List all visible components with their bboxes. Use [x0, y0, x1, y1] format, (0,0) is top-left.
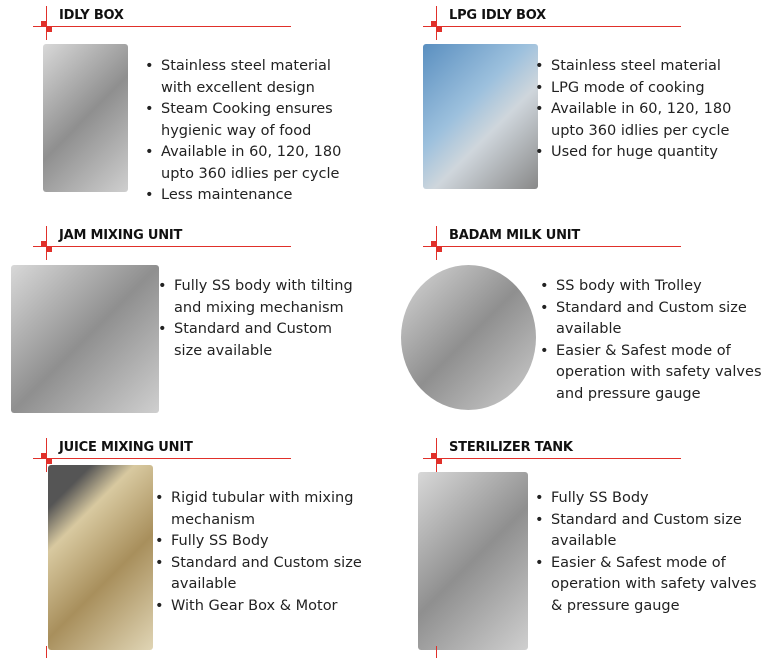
section-idly-box: IDLY BOX Stainless steel material with e…: [33, 0, 393, 210]
section-heading: BADAM MILK UNIT: [423, 220, 683, 260]
list-item: Available in 60, 120, 180 upto 360 idlie…: [533, 99, 753, 142]
sterilizer-tank-image: [418, 472, 528, 650]
list-item: Fully SS Body: [533, 488, 763, 510]
feature-list: Fully SS body with tilting and mixing me…: [156, 276, 356, 362]
list-item: LPG mode of cooking: [533, 78, 753, 100]
section-title: JUICE MIXING UNIT: [59, 440, 193, 455]
section-jam-mixing-unit: JAM MIXING UNIT Fully SS body with tilti…: [11, 220, 393, 430]
list-item: Available in 60, 120, 180 upto 360 idlie…: [143, 142, 358, 185]
list-item: Fully SS body with tilting and mixing me…: [156, 276, 356, 319]
feature-list: Stainless steel material with excellent …: [143, 56, 358, 207]
list-item: Rigid tubular with mixing mechanism: [153, 488, 363, 531]
feature-list: Stainless steel material LPG mode of coo…: [533, 56, 753, 164]
jam-mixing-unit-image: [11, 265, 159, 413]
list-item: Standard and Custom size available: [533, 510, 763, 553]
section-heading: IDLY BOX: [33, 0, 293, 40]
section-juice-mixing-unit: JUICE MIXING UNIT Rigid tubular with mix…: [33, 432, 393, 650]
list-item: SS body with Trolley: [538, 276, 768, 298]
list-item: Standard and Custom size available: [538, 298, 768, 341]
section-sterilizer-tank: STERILIZER TANK Fully SS Body Standard a…: [418, 432, 778, 650]
feature-list: SS body with Trolley Standard and Custom…: [538, 276, 768, 405]
list-item: Stainless steel material: [533, 56, 753, 78]
list-item: Easier & Safest mode of operation with s…: [533, 553, 763, 618]
list-item: Steam Cooking ensures hygienic way of fo…: [143, 99, 358, 142]
lpg-idly-box-image: [423, 44, 538, 189]
juice-mixing-unit-image: [48, 465, 153, 650]
section-heading: JAM MIXING UNIT: [33, 220, 293, 260]
footer-mark: [436, 646, 437, 658]
list-item: Standard and Custom size available: [153, 553, 363, 596]
section-heading: LPG IDLY BOX: [423, 0, 683, 40]
list-item: Fully SS Body: [153, 531, 363, 553]
section-heading: JUICE MIXING UNIT: [33, 432, 293, 472]
footer-mark: [46, 646, 47, 658]
idly-box-image: [43, 44, 128, 192]
section-title: IDLY BOX: [59, 8, 124, 23]
section-badam-milk-unit: BADAM MILK UNIT SS body with Trolley Sta…: [401, 220, 778, 430]
badam-milk-unit-image: [401, 265, 536, 410]
list-item: Used for huge quantity: [533, 142, 753, 164]
feature-list: Fully SS Body Standard and Custom size a…: [533, 488, 763, 617]
list-item: Easier & Safest mode of operation with s…: [538, 341, 768, 406]
list-item: Standard and Custom size available: [156, 319, 356, 362]
list-item: Less maintenance: [143, 185, 358, 207]
list-item: Stainless steel material with excellent …: [143, 56, 358, 99]
feature-list: Rigid tubular with mixing mechanism Full…: [153, 488, 363, 617]
section-heading: STERILIZER TANK: [423, 432, 683, 472]
section-title: JAM MIXING UNIT: [59, 228, 183, 243]
section-title: BADAM MILK UNIT: [449, 228, 581, 243]
section-title: STERILIZER TANK: [449, 440, 573, 455]
list-item: With Gear Box & Motor: [153, 596, 363, 618]
section-lpg-idly-box: LPG IDLY BOX Stainless steel material LP…: [423, 0, 778, 210]
section-title: LPG IDLY BOX: [449, 8, 546, 23]
